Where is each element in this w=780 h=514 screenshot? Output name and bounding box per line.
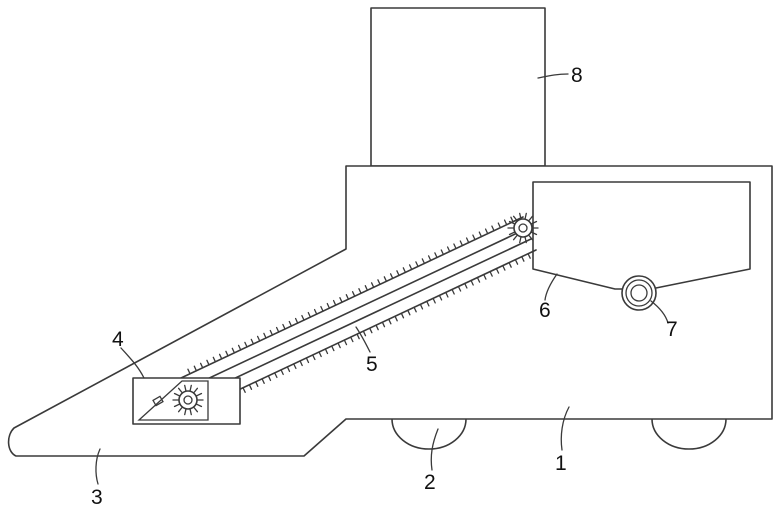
- front-wheel: [652, 419, 726, 449]
- label-4: 4: [112, 328, 124, 351]
- hopper: [533, 182, 750, 289]
- label-6: 6: [539, 299, 551, 322]
- label-7: 7: [666, 318, 678, 341]
- top-box: [371, 8, 545, 166]
- label-2: 2: [424, 471, 436, 494]
- label-1: 1: [555, 452, 567, 475]
- drive-roller: [622, 276, 656, 310]
- rear-wheel: [392, 419, 466, 449]
- label-5: 5: [366, 353, 378, 376]
- label-3: 3: [91, 486, 103, 509]
- label-8: 8: [571, 64, 583, 87]
